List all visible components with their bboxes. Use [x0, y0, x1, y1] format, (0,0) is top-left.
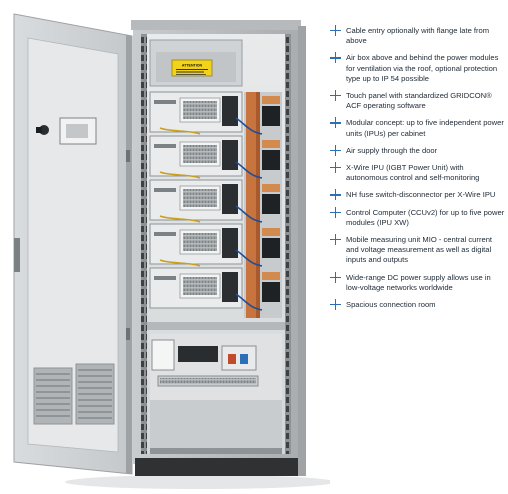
feature-item: X-Wire IPU (IGBT Power Unit) with autono… — [330, 162, 506, 183]
cable-bundles — [159, 117, 263, 311]
feature-text: Wide-range DC power supply allows use in… — [346, 272, 491, 292]
feature-text: Control Computer (CCUv2) for up to five … — [346, 207, 505, 227]
feature-text: Air supply through the door — [346, 145, 438, 155]
separator-plate — [147, 322, 285, 330]
cabinet-top — [131, 20, 301, 30]
feature-text: X-Wire IPU (IGBT Power Unit) with autono… — [346, 163, 480, 183]
control-computer — [151, 339, 175, 371]
door-edge — [126, 35, 132, 474]
rail-left — [141, 34, 147, 454]
rail-right — [285, 34, 291, 454]
power-unit — [149, 179, 243, 221]
plus-icon — [330, 117, 341, 129]
cabinet-plinth-right — [298, 26, 306, 476]
feature-item: Spacious connection room — [330, 299, 506, 311]
feature-item: NH fuse switch-disconnector per X-Wire I… — [330, 189, 506, 201]
feature-item: Air box above and behind the power modul… — [330, 52, 506, 84]
feature-item: Control Computer (CCUv2) for up to five … — [330, 206, 506, 228]
feature-text: NH fuse switch-disconnector per X-Wire I… — [346, 190, 496, 200]
power-unit — [149, 223, 243, 265]
door-air-vents — [33, 363, 115, 425]
warning-label — [171, 59, 213, 77]
door-handle — [14, 238, 20, 272]
copper-busbar — [246, 92, 256, 318]
measuring-unit — [221, 345, 257, 371]
fuse-disconnectors — [262, 96, 280, 302]
power-unit — [149, 267, 243, 309]
feature-text: Cable entry optionally with flange late … — [346, 26, 490, 46]
feature-text: Mobile measuring unit MIO - central curr… — [346, 235, 493, 265]
feature-item: Mobile measuring unit MIO - central curr… — [330, 234, 506, 266]
feature-text: Modular concept: up to five independent … — [346, 118, 504, 138]
cabinet-illustration: ATTENTION — [13, 13, 330, 489]
feature-item: Air supply through the door — [330, 144, 506, 156]
warning-label-text: ATTENTION — [182, 64, 203, 68]
cabinet-plinth — [135, 458, 298, 476]
feature-item: Wide-range DC power supply allows use in… — [330, 271, 506, 293]
feature-list: Cable entry optionally with flange late … — [330, 25, 506, 311]
feature-item: Modular concept: up to five independent … — [330, 117, 506, 138]
power-unit — [149, 135, 243, 177]
plus-icon — [330, 234, 341, 246]
plus-icon — [330, 25, 341, 36]
plus-icon — [330, 206, 341, 218]
plus-icon — [330, 271, 341, 283]
power-modules — [149, 91, 243, 309]
plus-icon — [330, 189, 341, 201]
feature-text: Air box above and behind the power modul… — [346, 53, 499, 83]
dc-power-supply — [178, 346, 218, 362]
floor-shadow — [65, 475, 330, 489]
power-unit — [149, 91, 243, 133]
feature-text: Touch panel with standardized GRIDCON® A… — [346, 91, 492, 111]
plus-icon — [330, 299, 341, 311]
cable-gland-plate — [150, 400, 282, 450]
plus-icon — [330, 52, 341, 64]
door-hinge — [126, 150, 130, 162]
feature-item: Touch panel with standardized GRIDCON® A… — [330, 90, 506, 111]
plus-icon — [330, 162, 341, 174]
feature-item: Cable entry optionally with flange late … — [330, 25, 506, 46]
warning-label-lines — [176, 69, 208, 70]
plus-icon — [330, 90, 341, 102]
plus-icon — [330, 144, 341, 156]
feature-text: Spacious connection room — [346, 300, 436, 310]
